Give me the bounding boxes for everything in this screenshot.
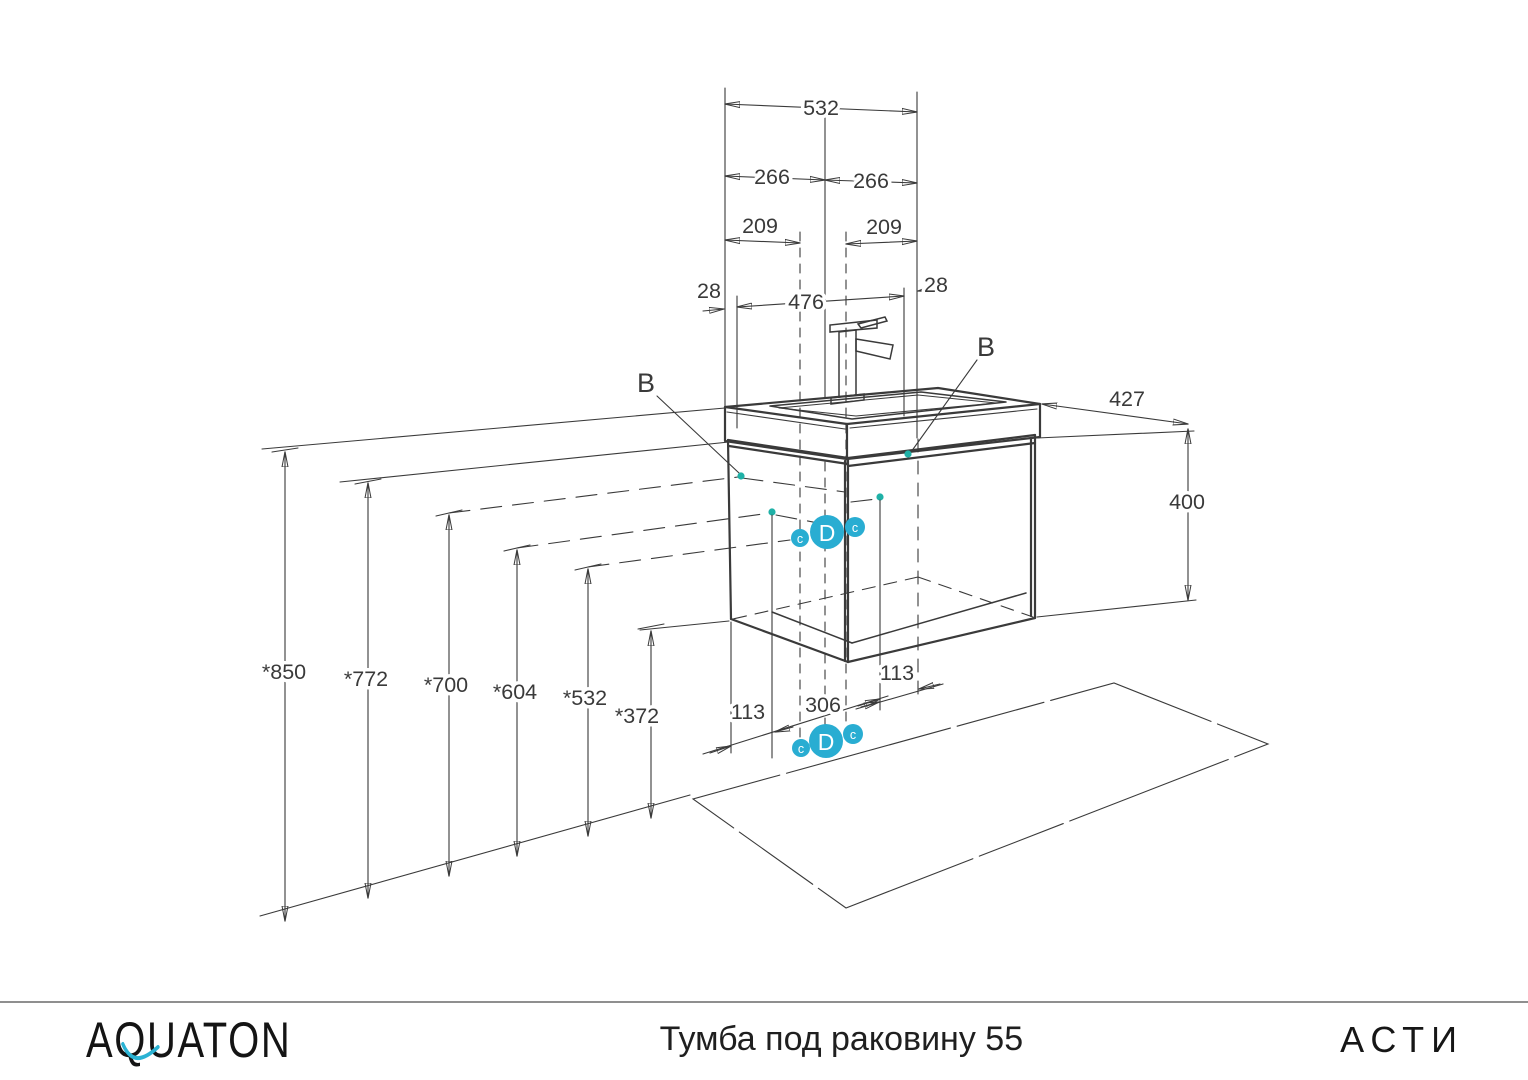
callout-b-right: B xyxy=(977,332,995,362)
mount-label-c: c xyxy=(850,728,856,742)
brand-logo: AQUATON xyxy=(86,1011,291,1069)
mount-label-d: D xyxy=(819,520,836,546)
mount-label-c: c xyxy=(798,742,804,756)
mount-circle-d xyxy=(809,724,843,758)
dim-266-left: 266 xyxy=(754,165,790,189)
faucet xyxy=(829,316,894,405)
left-height-dimensions: *850 *772 *700 *604 *532 *372 xyxy=(258,407,878,921)
mount-label-d: D xyxy=(818,729,835,755)
dim-306: 306 xyxy=(805,693,841,717)
dim-209-right: 209 xyxy=(866,215,902,239)
mount-dot xyxy=(904,450,912,458)
dim-400: 400 xyxy=(1169,490,1205,514)
right-dimensions: 427 400 xyxy=(1036,384,1208,618)
bottom-dimension-chain: 113 306 113 xyxy=(702,499,944,759)
dim-113-right: 113 xyxy=(880,661,914,685)
dim-266-right: 266 xyxy=(853,169,889,193)
logo-wave-icon xyxy=(121,1041,160,1060)
mount-label-c: c xyxy=(852,521,858,535)
mount-dot xyxy=(768,508,776,516)
dim-372: *372 xyxy=(615,704,659,728)
dim-532: 532 xyxy=(803,96,839,120)
dim-476: 476 xyxy=(788,290,824,314)
dim-113-left: 113 xyxy=(731,700,765,724)
washbasin xyxy=(723,316,1042,461)
product-title: Тумба под раковину 55 xyxy=(659,1020,1024,1058)
dim-28-right: 28 xyxy=(924,273,948,297)
top-dimension-chain: 532 266 266 209 209 28 476 28 xyxy=(694,87,951,742)
model-name: АСТИ xyxy=(1340,1018,1464,1060)
mount-dot xyxy=(876,493,884,501)
mount-circle-d xyxy=(810,515,844,549)
mount-hole-markers: c D c c D c xyxy=(791,515,865,758)
mount-circle-c xyxy=(791,529,809,547)
mount-circle-c xyxy=(843,724,863,744)
mount-callouts: B B xyxy=(635,330,997,516)
title-block: AQUATON Тумба под раковину 55 АСТИ xyxy=(0,1001,1528,1080)
brand-logo-text: AQUATON xyxy=(86,1011,292,1068)
dim-427: 427 xyxy=(1109,387,1145,411)
cabinet xyxy=(726,433,1037,699)
callout-b-left: B xyxy=(637,368,655,398)
mount-circle-c xyxy=(845,517,865,537)
dim-850: *850 xyxy=(262,660,306,684)
dim-604: *604 xyxy=(493,680,537,704)
dim-772: *772 xyxy=(344,667,388,691)
mount-label-c: c xyxy=(797,532,803,546)
mount-circle-c xyxy=(792,739,810,757)
dim-532-height: *532 xyxy=(563,686,607,710)
dim-700: *700 xyxy=(424,673,468,697)
dim-209-left: 209 xyxy=(742,214,778,238)
dim-28-left: 28 xyxy=(697,279,721,303)
floor-outline xyxy=(691,682,1270,909)
mount-dot xyxy=(737,472,745,480)
vanity-dimension-drawing: 532 266 266 209 209 28 476 28 xyxy=(258,87,1270,1002)
